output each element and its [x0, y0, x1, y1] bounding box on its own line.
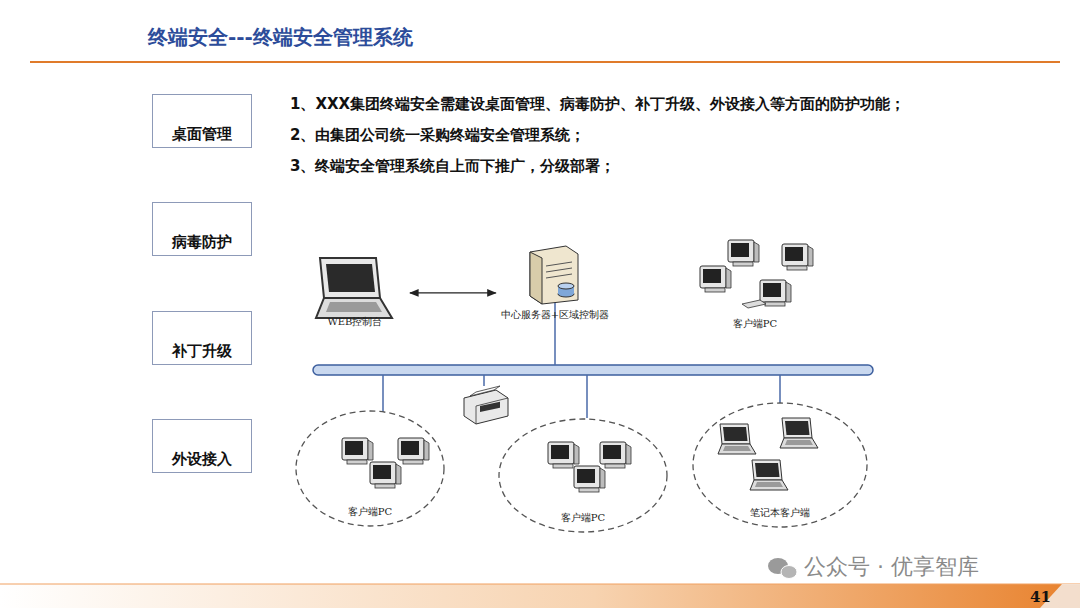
function-box: 外设接入	[152, 419, 252, 473]
node-label: 客户端PC	[733, 317, 777, 333]
watermark: 公众号 · 优享智库	[804, 552, 979, 582]
body-text: 2、由集团公司统一采购终端安全管理系统；	[290, 126, 585, 145]
page-number: 41	[1030, 588, 1051, 606]
node-label: 桌面管理	[172, 125, 232, 144]
client-group: 客户端PC	[690, 235, 820, 333]
node-label: 病毒防护	[172, 233, 232, 252]
node-label: 外设接入	[172, 450, 232, 469]
node-label: WEB控制台	[328, 315, 383, 331]
connector	[410, 292, 496, 293]
node-label: 笔记本客户端	[750, 506, 810, 528]
page-title: 终端安全---终端安全管理系统	[148, 24, 413, 51]
node-label: 客户端PC	[561, 511, 605, 533]
client-zone: 客户端PC	[498, 418, 668, 533]
function-box: 桌面管理	[152, 94, 252, 148]
body-text: 3、终端安全管理系统自上而下推广，分级部署；	[290, 157, 615, 176]
web-console: WEB控制台	[300, 255, 410, 331]
central-server: 中心服务器+区域控制器	[496, 242, 614, 324]
body-text: 1、XXX集团终端安全需建设桌面管理、病毒防护、补丁升级、外设接入等方面的防护功…	[290, 95, 905, 114]
function-box: 补丁升级	[152, 311, 252, 365]
function-box: 病毒防护	[152, 202, 252, 256]
laptop-zone: 笔记本客户端	[692, 402, 868, 528]
node-label: 客户端PC	[348, 505, 392, 527]
client-zone: 客户端PC	[295, 410, 445, 527]
node-label: 补丁升级	[172, 342, 232, 361]
node-label: 中心服务器+区域控制器	[501, 308, 609, 324]
